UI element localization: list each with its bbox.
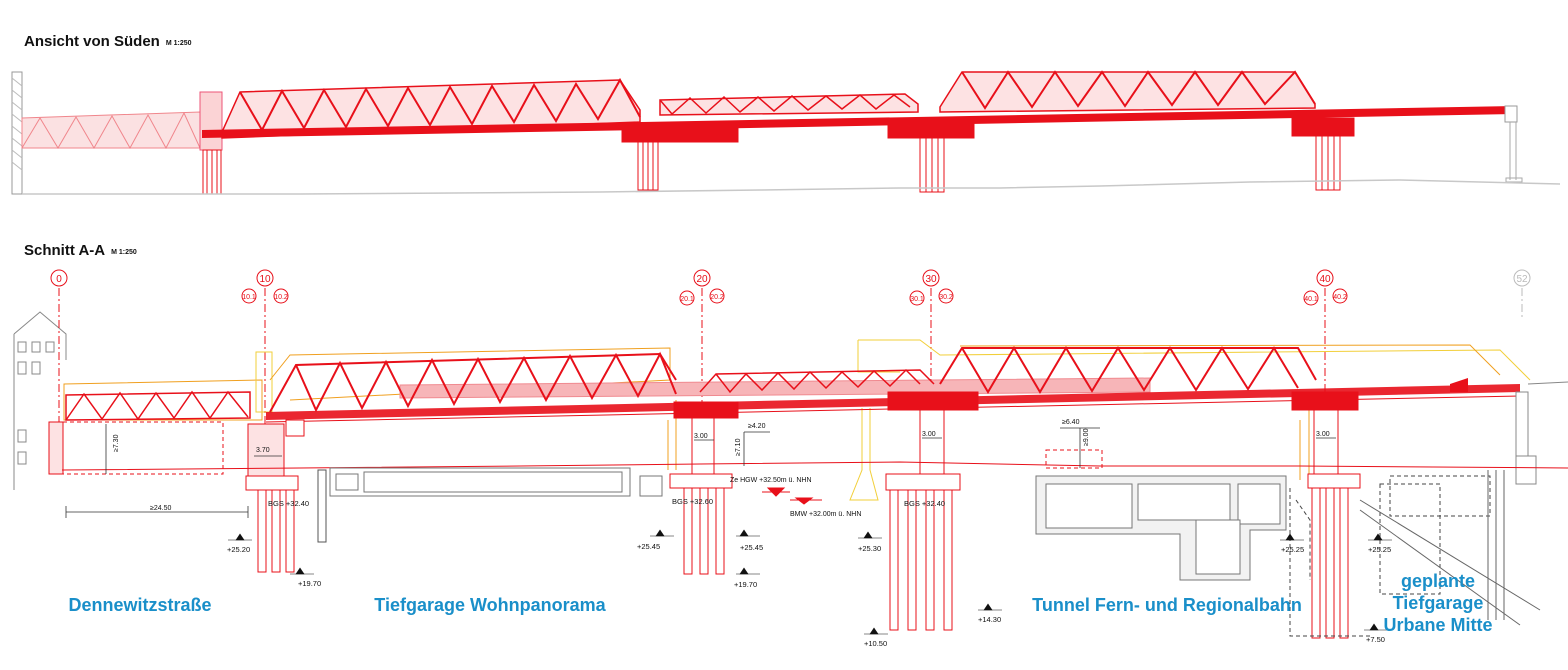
axis-52-marker	[1513, 269, 1531, 287]
truss-span-3	[939, 70, 1316, 113]
existing-truss-left	[21, 111, 201, 150]
truss-span-1	[221, 77, 641, 139]
dim-370: 3.70	[256, 447, 270, 454]
dim-640: ≥6.40	[1062, 419, 1080, 426]
axis-10-marker	[256, 269, 274, 287]
axis-30-1-label: 30.1	[910, 296, 924, 303]
dim-420: ≥4.20	[748, 423, 766, 430]
axis-52-label: 52	[1516, 274, 1528, 285]
bgs-label-3: BGS +32.40	[904, 499, 945, 508]
deck-south-view	[202, 106, 1515, 138]
ground-line-south	[22, 179, 1561, 195]
axis-10-1-label: 10.1	[242, 294, 256, 301]
bgs-label-1: BGS +32.40	[268, 499, 309, 508]
section-truss-span-2	[699, 368, 935, 394]
axis-0-label: 0	[56, 274, 62, 285]
axis-20-1-label: 20.1	[680, 296, 694, 303]
left-building	[13, 311, 67, 490]
axis-40-1-label: 40.1	[1304, 296, 1318, 303]
view-scale: M 1:250	[165, 40, 192, 47]
level-25-45-a: +25.45	[637, 542, 660, 551]
truss-span-2	[659, 93, 919, 116]
axis-30-2-label: 30.2	[939, 294, 953, 301]
left-abutment-wall	[48, 421, 64, 475]
axis-10-label: 10	[259, 274, 271, 285]
bgs-label-2: BGS +32.60	[672, 497, 713, 506]
left-abutment-outline	[62, 421, 224, 475]
section-title-text: Schnitt A-A	[24, 242, 106, 259]
pier-1-south	[621, 127, 739, 191]
hgw-label: Ze HGW +32.50m ü. NHN	[730, 477, 812, 484]
axis-40-2-label: 40.2	[1333, 294, 1347, 301]
level-19-70-a: +19.70	[298, 579, 321, 588]
dim-900: ≥9.00	[1083, 428, 1090, 446]
dim-300-c: 3.00	[1316, 431, 1330, 438]
bmw-label: BMW +32.00m ü. NHN	[790, 511, 861, 518]
section-truss-left	[65, 390, 251, 421]
section-truss-span-1	[269, 351, 677, 413]
label-dennewitzstrasse: Dennewitzstraße	[68, 595, 212, 615]
axis-40-marker	[1316, 269, 1334, 287]
axis-20-marker	[693, 269, 711, 287]
water-levels	[762, 487, 822, 505]
abutment-block	[199, 91, 223, 151]
level-14-30: +14.30	[978, 615, 1001, 624]
ground-line-section	[61, 461, 1568, 471]
axis-20-label: 20	[696, 274, 708, 285]
dim-730: ≥7.30	[113, 434, 120, 452]
garage-wohnpanorama	[317, 467, 663, 543]
right-abutment-section	[1515, 381, 1568, 485]
level-19-70-b: +19.70	[734, 580, 757, 589]
level-25-30: +25.30	[858, 544, 881, 553]
dim-300-a: 3.00	[694, 433, 708, 440]
view-title-text: Ansicht von Süden	[24, 33, 160, 50]
section-aa: 0 10 20 30 40 52 10.1 10.2 20.1 20.2 30.…	[13, 269, 1568, 648]
level-7-50: +7.50	[1366, 635, 1385, 644]
level-25-25-a: +25.25	[1281, 545, 1304, 554]
pier-30	[885, 391, 979, 631]
label-planned-garage: geplante Tiefgarage Urbane Mitte	[1383, 571, 1493, 635]
axis-30-label: 30	[925, 274, 937, 285]
abutment-10	[245, 419, 305, 573]
dimension-lines	[65, 424, 1336, 518]
pier-3-south	[1291, 117, 1355, 191]
label-tiefgarage-wohnpanorama: Tiefgarage Wohnpanorama	[374, 595, 606, 615]
dim-710: ≥7.10	[735, 438, 742, 456]
axis-markers	[50, 269, 1531, 306]
axis-10-2-label: 10.2	[274, 294, 288, 301]
level-10-50: +10.50	[864, 639, 887, 648]
section-scale: M 1:250	[111, 249, 137, 256]
dim-2450: ≥24.50	[150, 505, 171, 512]
pier-40	[1291, 391, 1361, 639]
right-abutment	[1504, 105, 1518, 123]
level-25-45-b: +25.45	[740, 543, 763, 552]
section-truss-span-3	[939, 346, 1317, 394]
axis-40-label: 40	[1319, 274, 1331, 285]
level-25-25-b: +25.25	[1368, 545, 1391, 554]
south-view	[11, 70, 1561, 195]
dim-300-b: 3.00	[922, 431, 936, 438]
level-25-20: +25.20	[227, 545, 250, 554]
axis-0-marker	[50, 269, 68, 287]
axis-20-2-label: 20.2	[710, 294, 724, 301]
rail-tunnel	[1035, 449, 1287, 581]
pier-20	[669, 401, 739, 575]
label-tunnel: Tunnel Fern- und Regionalbahn	[1032, 595, 1302, 615]
axis-30-marker	[922, 269, 940, 287]
view-title: Ansicht von Süden M 1:250	[24, 33, 192, 50]
section-title: Schnitt A-A M 1:250	[24, 242, 137, 259]
pier-2-south	[887, 121, 975, 193]
level-markers	[228, 529, 1392, 635]
